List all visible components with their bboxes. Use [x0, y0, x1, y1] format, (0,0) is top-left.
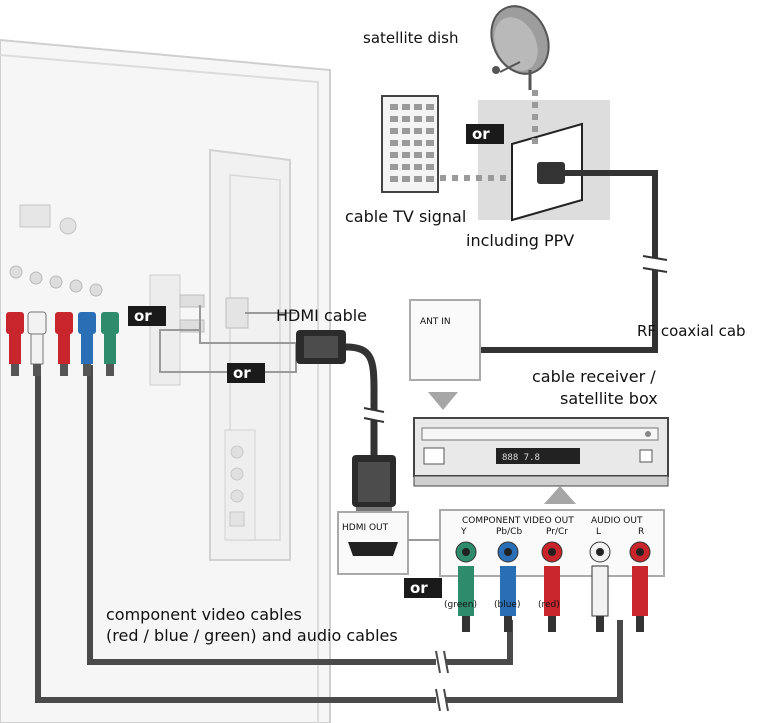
- down-arrow-icon: [428, 392, 458, 410]
- receiver-side-rca-plugs: [458, 565, 648, 632]
- or-badge-hdmi-port-1: or: [128, 306, 166, 326]
- or-badge-connection-type: or: [404, 578, 442, 598]
- component-cable-runs: [35, 365, 623, 703]
- satellite-dish: [490, 5, 550, 90]
- or-badge-hdmi-port-2: or: [227, 363, 265, 383]
- tv-side-rca-plugs: [6, 311, 119, 376]
- green-plug-label: (green): [444, 600, 477, 610]
- including-ppv-label: including PPV: [466, 231, 574, 250]
- hdmi-port-link-lines: [159, 305, 297, 373]
- satellite-dish-label: satellite dish: [363, 29, 459, 47]
- hdmi-cable: [296, 330, 396, 519]
- tv-plug-blue-pb: [78, 312, 96, 376]
- hdmi-cable-label: HDMI cable: [276, 306, 367, 325]
- component-cables-label-line1: component video cables: [106, 605, 302, 624]
- cable-receiver-label-line2: satellite box: [560, 389, 658, 408]
- rf-coaxial-label: RF coaxial cab: [637, 322, 746, 340]
- r-jack-label: R: [638, 527, 644, 537]
- component-cables-label-line2: (red / blue / green) and audio cables: [106, 626, 398, 645]
- red-plug-label: (red): [538, 600, 560, 610]
- receiver-plug-white: [591, 565, 609, 632]
- svg-text:or: or: [134, 307, 152, 325]
- tv-plug-white-audio: [27, 311, 47, 376]
- hdmi-out-label: HDMI OUT: [342, 523, 389, 533]
- receiver-plug-red-audio: [632, 566, 648, 632]
- cable-tv-building-icon: [381, 95, 439, 193]
- audio-out-label: AUDIO OUT: [591, 516, 643, 526]
- cable-receiver-label-line1: cable receiver /: [532, 367, 656, 386]
- or-badge-cable-satellite: or: [466, 124, 504, 144]
- l-jack-label: L: [596, 527, 601, 537]
- tv-plug-green-y: [101, 312, 119, 376]
- svg-text:or: or: [410, 579, 428, 597]
- svg-text:or: or: [233, 364, 251, 382]
- component-video-out-label: COMPONENT VIDEO OUT: [462, 516, 574, 526]
- cable-tv-signal-label: cable TV signal: [345, 207, 466, 226]
- y-jack-label: Y: [460, 527, 467, 537]
- pb-cb-jack-label: Pb/Cb: [496, 527, 522, 537]
- svg-text:or: or: [472, 125, 490, 143]
- tv-plug-red-audio: [6, 312, 24, 376]
- pr-cr-jack-label: Pr/Cr: [546, 527, 568, 537]
- av-output-panel: COMPONENT VIDEO OUT AUDIO OUT Y Pb/Cb Pr…: [439, 509, 665, 577]
- wall-outlet: [440, 90, 610, 222]
- tv-back-panel: [0, 38, 331, 723]
- up-arrow-icon: [544, 486, 576, 504]
- cable-receiver-box: 888 7.8: [413, 417, 669, 487]
- ant-in-label: ANT IN: [420, 317, 451, 327]
- receiver-plug-green: [458, 566, 474, 632]
- svg-text:888 7.8: 888 7.8: [502, 453, 540, 463]
- hdmi-out-port: HDMI OUT: [337, 511, 409, 575]
- receiver-plug-red: [544, 566, 560, 632]
- blue-plug-label: (blue): [494, 600, 520, 610]
- cable-break-marks: [435, 650, 449, 712]
- ant-in-port: ANT IN: [409, 299, 481, 381]
- receiver-plug-blue: [500, 566, 516, 632]
- tv-plug-red-pr: [55, 312, 73, 376]
